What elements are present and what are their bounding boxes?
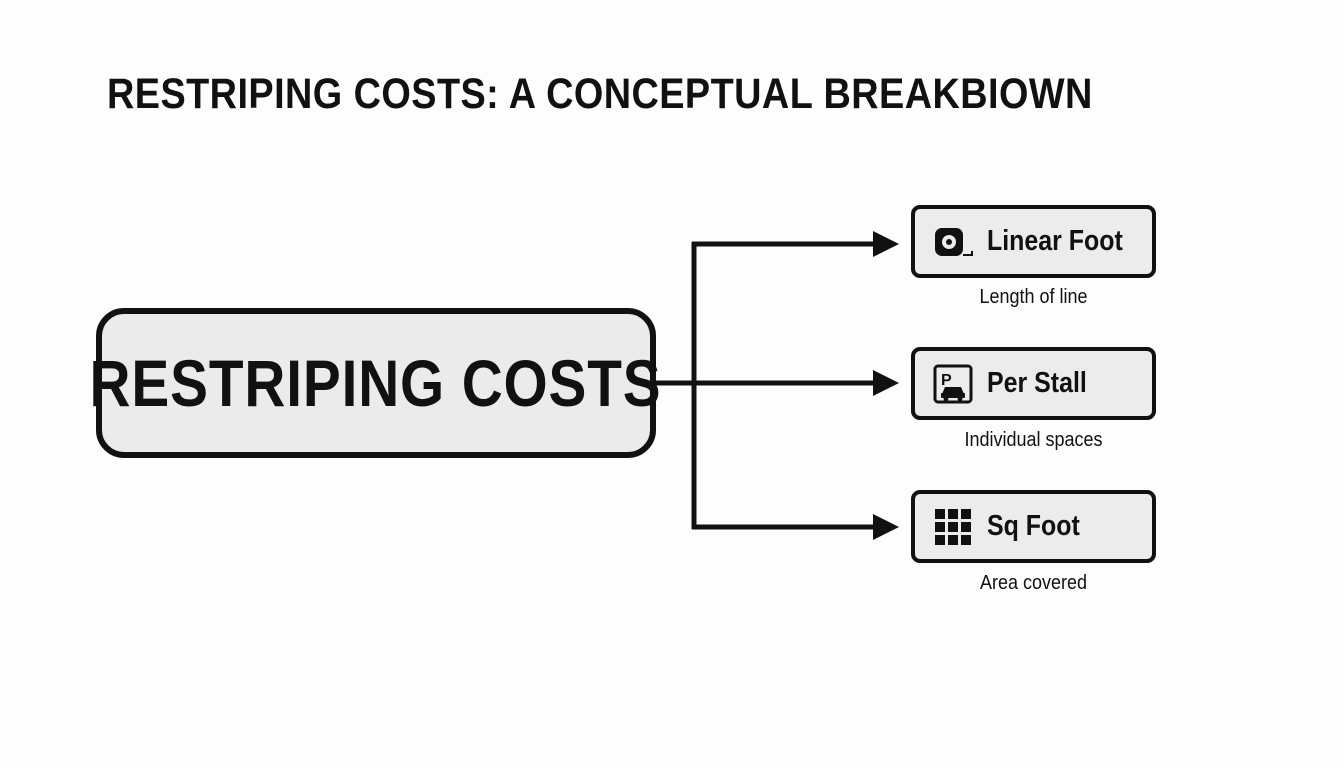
arrowhead-per-stall bbox=[873, 370, 899, 396]
branch-label-per-stall: Per Stall bbox=[987, 367, 1087, 399]
page-title: RESTRIPING COSTS: A CONCEPTUAL BREAKBIOW… bbox=[107, 70, 1093, 118]
branch-per-stall: P Per Stall bbox=[911, 347, 1156, 420]
arrowhead-linear-foot bbox=[873, 231, 899, 257]
caption-linear-foot: Length of line bbox=[979, 286, 1088, 308]
svg-text:P: P bbox=[941, 372, 952, 389]
branch-label-sq-foot: Sq Foot bbox=[987, 510, 1080, 542]
arrowhead-sq-foot bbox=[873, 514, 899, 540]
branch-sq-foot: Sq Foot bbox=[911, 490, 1156, 563]
caption-sq-foot: Area covered bbox=[979, 572, 1088, 594]
caption-per-stall: Individual spaces bbox=[964, 429, 1103, 451]
branch-linear-foot: Linear Foot bbox=[911, 205, 1156, 278]
main-node-label: RESTRIPING COSTS bbox=[90, 346, 662, 420]
grid-icon bbox=[933, 507, 973, 547]
branch-label-linear-foot: Linear Foot bbox=[987, 225, 1123, 257]
main-node: RESTRIPING COSTS bbox=[90, 308, 661, 458]
parking-stall-icon: P bbox=[933, 364, 973, 404]
tape-measure-icon bbox=[933, 222, 973, 262]
